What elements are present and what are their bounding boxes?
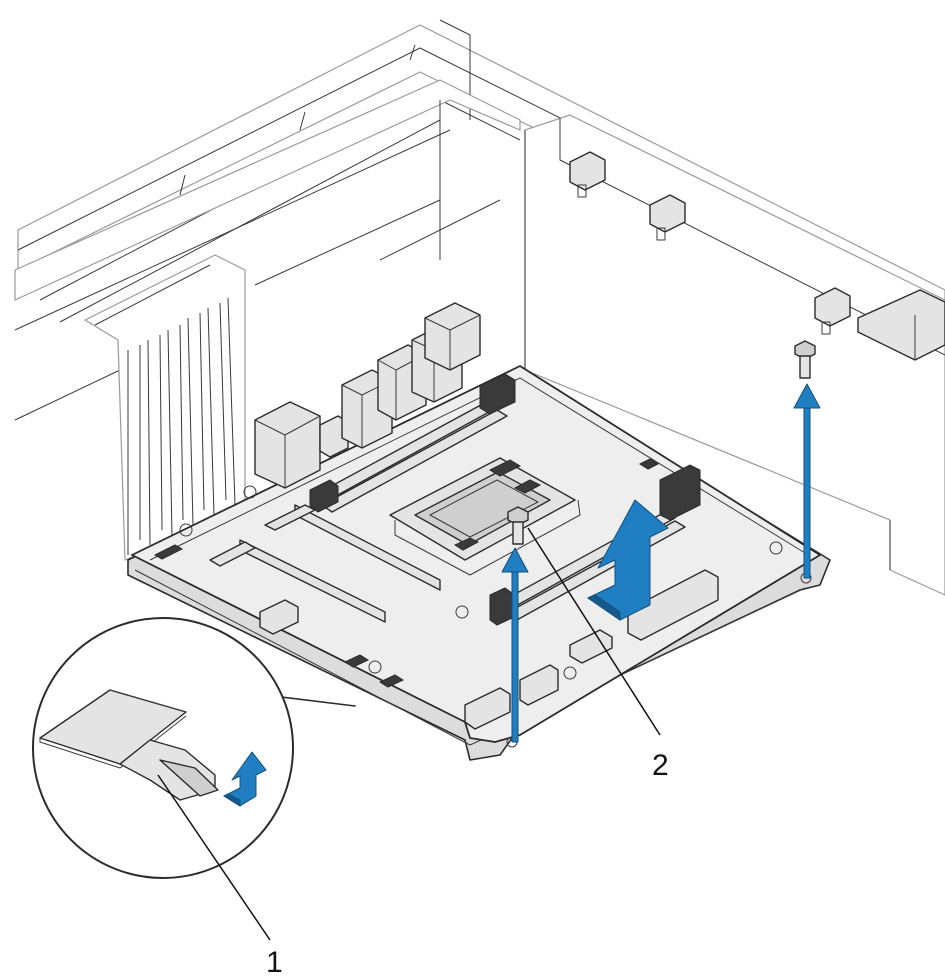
chassis-right-wall [524, 114, 945, 596]
lift-arrow-icon [586, 499, 669, 621]
chassis-rear-wall [14, 79, 521, 421]
callout-label-1: 1 [266, 946, 283, 978]
screw-icon [507, 506, 529, 545]
board-components [153, 458, 812, 748]
lift-arrow-icon [222, 751, 267, 807]
callout-1: 1 [157, 774, 283, 978]
up-arrow-icon [501, 547, 529, 743]
fan-connector-2 [649, 194, 686, 241]
detail-magnifier [32, 617, 356, 879]
pcie-slots [209, 504, 441, 623]
callout-label-2: 2 [652, 749, 669, 782]
screw-icon [794, 340, 816, 379]
up-arrow-icon [793, 383, 821, 579]
callout-2: 2 [527, 527, 669, 782]
fan-connector-3 [814, 287, 851, 335]
expansion-slot-covers [84, 254, 246, 561]
front-bracket [857, 289, 945, 361]
fan-connector-1 [569, 151, 606, 198]
rear-io-ports [254, 302, 481, 489]
cpu-socket [389, 457, 581, 576]
